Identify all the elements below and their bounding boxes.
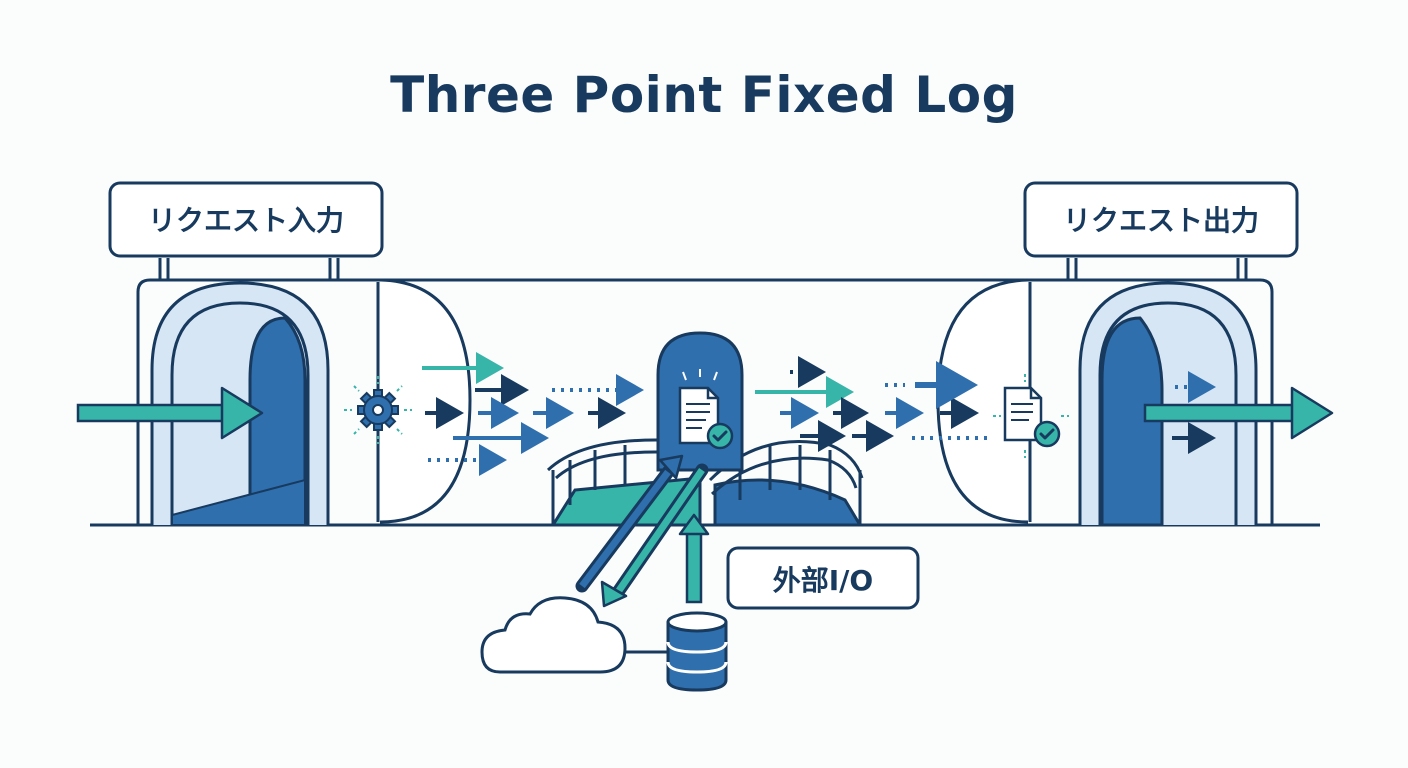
request-input-label: リクエスト入力 xyxy=(148,204,344,237)
external-io-label: 外部I/O xyxy=(773,564,873,597)
cloud-to-log-arrow xyxy=(575,454,684,593)
db-to-log-arrow xyxy=(678,513,710,604)
input-arrow xyxy=(76,386,264,440)
output-arrow xyxy=(1143,386,1334,440)
request-output-label: リクエスト出力 xyxy=(1063,204,1259,237)
document-check-icon-right xyxy=(993,374,1069,458)
gear-icon xyxy=(344,376,412,444)
database-icon xyxy=(666,611,728,692)
flow-arrows-right xyxy=(755,356,1216,454)
flow-arrows-left xyxy=(422,352,644,476)
request-output-sign: リクエスト出力 xyxy=(1023,181,1299,280)
request-input-sign: リクエスト入力 xyxy=(108,181,384,280)
document-check-icon-middle xyxy=(678,386,734,450)
diagram-title: Three Point Fixed Log xyxy=(390,66,1018,124)
cloud-icon xyxy=(480,596,668,674)
pipeline-tube xyxy=(136,278,1274,525)
external-io-arrows xyxy=(575,454,710,608)
external-io-sign: 外部I/O xyxy=(726,546,920,610)
log-to-cloud-arrow xyxy=(600,463,709,608)
bridge-left xyxy=(546,438,702,527)
